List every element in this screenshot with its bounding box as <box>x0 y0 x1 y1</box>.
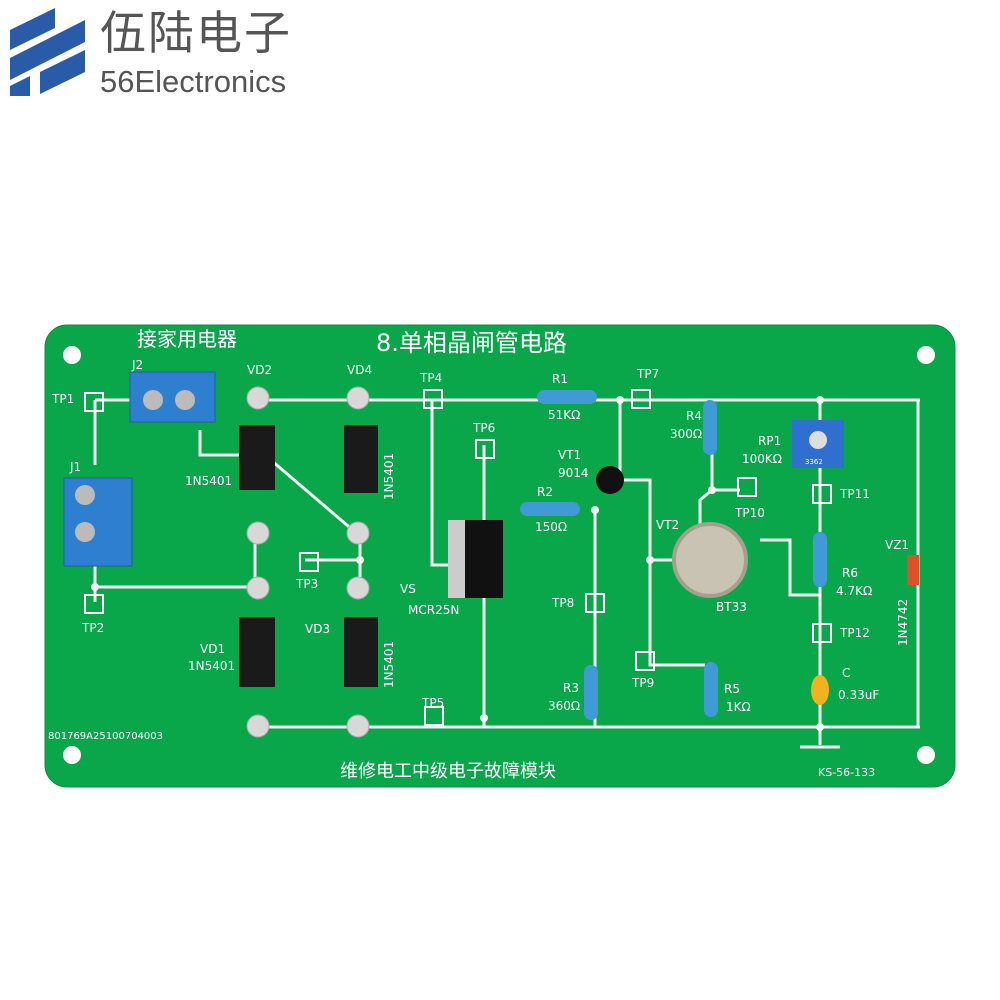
label-r5: R5 <box>724 682 740 696</box>
scr-body <box>465 520 503 598</box>
label-tp7: TP7 <box>637 367 660 381</box>
label-tp4: TP4 <box>420 371 443 385</box>
brand-name-en: 56Electronics <box>100 64 287 99</box>
label-tp3: TP3 <box>296 577 319 591</box>
label-r4: R4 <box>686 409 702 423</box>
label-r1-value: 51KΩ <box>548 408 581 422</box>
serial-number: 801769A25100704003 <box>48 731 163 742</box>
board-subtitle: 维修电工中级电子故障模块 <box>340 761 556 782</box>
label-vd3-part: 1N5401 <box>382 640 396 688</box>
label-r3: R3 <box>563 681 579 695</box>
model-number: KS-56-133 <box>818 766 876 779</box>
label-r5-value: 1KΩ <box>726 700 751 714</box>
label-vd1-part: 1N5401 <box>188 659 236 673</box>
label-j1: J1 <box>70 460 82 474</box>
label-vd2-part: 1N5401 <box>185 474 233 488</box>
label-r1: R1 <box>552 372 568 386</box>
label-tp11: TP11 <box>840 487 870 501</box>
label-vd4: VD4 <box>347 363 373 377</box>
load-label: 接家用电器 <box>137 327 237 351</box>
label-tp9: TP9 <box>632 676 655 690</box>
label-r4-value: 300Ω <box>670 427 703 441</box>
label-vs: VS <box>400 582 416 596</box>
label-tp8: TP8 <box>552 596 575 610</box>
label-vt2-part: BT33 <box>716 600 747 614</box>
label-tp1: TP1 <box>52 392 75 406</box>
resistors <box>520 390 827 720</box>
label-vd2: VD2 <box>247 363 273 377</box>
label-j2: J2 <box>132 358 144 372</box>
board-title: 8.单相晶闸管电路 <box>376 329 567 357</box>
label-tp6: TP6 <box>473 421 496 435</box>
label-r6: R6 <box>842 566 858 580</box>
label-c-value: 0.33uF <box>838 688 880 702</box>
brand-name-cn: 伍陆电子 <box>100 6 292 60</box>
label-vd3: VD3 <box>305 622 331 636</box>
transistor-bt33 <box>672 522 748 598</box>
terminal-blocks <box>63 371 216 567</box>
transistor-9014 <box>596 466 624 494</box>
label-tp5: TP5 <box>422 696 445 710</box>
rectifier-diodes <box>239 425 378 687</box>
label-vt1: VT1 <box>558 448 582 462</box>
label-tp2: TP2 <box>82 621 105 635</box>
label-vz1-part: 1N4742 <box>896 598 910 646</box>
label-rp1-marking: 3362 <box>805 458 823 466</box>
zener-diode <box>907 555 919 585</box>
scr-heatsink <box>448 520 468 598</box>
label-tp10: TP10 <box>735 506 765 520</box>
label-tp12: TP12 <box>840 626 870 640</box>
label-vd4-part: 1N5401 <box>382 452 396 500</box>
label-c: C <box>842 666 851 680</box>
label-vs-part: MCR25N <box>408 603 460 617</box>
label-rp1-value: 100KΩ <box>742 452 782 466</box>
test-point-pads <box>84 389 832 726</box>
label-r6-value: 4.7KΩ <box>836 584 873 598</box>
label-vt2: VT2 <box>656 518 680 532</box>
label-vt1-part: 9014 <box>558 466 589 480</box>
label-vd1: VD1 <box>200 642 226 656</box>
label-r2: R2 <box>537 485 553 499</box>
label-r2-value: 150Ω <box>535 520 568 534</box>
label-vz1: VZ1 <box>885 538 910 552</box>
label-rp1: RP1 <box>758 434 782 448</box>
label-r3-value: 360Ω <box>548 699 581 713</box>
capacitor <box>811 675 829 705</box>
